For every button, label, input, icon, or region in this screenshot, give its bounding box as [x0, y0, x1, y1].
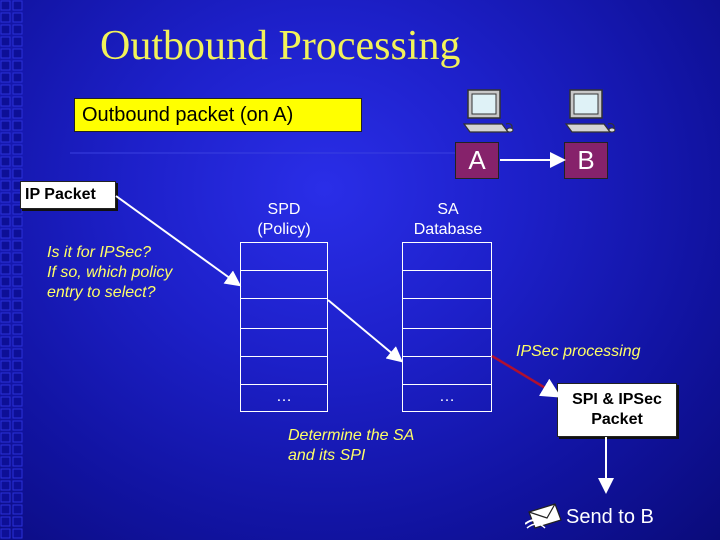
question-line: entry to select?	[47, 284, 156, 301]
envelope-icon	[524, 502, 565, 537]
spd-ellipsis: …	[276, 388, 292, 405]
subtitle-box: Outbound packet (on A)	[74, 98, 362, 132]
sa-label-line: SA	[437, 201, 459, 218]
send-to-b-label: Send to B	[566, 506, 654, 528]
question-line: Is it for IPSec?	[47, 244, 152, 261]
spd-label-line: SPD	[267, 201, 301, 218]
table-row	[240, 242, 328, 270]
table-row	[240, 298, 328, 328]
computer-icon	[564, 88, 618, 143]
table-row: …	[402, 384, 492, 412]
spi-ipsec-packet-box: SPI & IPSec Packet	[557, 383, 677, 437]
sa-label-line: Database	[413, 221, 483, 238]
spi-box-line: Packet	[591, 411, 643, 428]
table-row	[402, 270, 492, 298]
sa-database-label: SA Database	[400, 200, 496, 240]
host-b-label: B	[564, 142, 608, 179]
sa-ellipsis: …	[439, 388, 455, 405]
table-row	[402, 328, 492, 356]
spi-box-line: SPI & IPSec	[572, 391, 662, 408]
table-row	[402, 298, 492, 328]
policy-question: Is it for IPSec? If so, which policy ent…	[47, 243, 172, 303]
determine-sa-line: and its SPI	[288, 447, 366, 464]
determine-sa-line: Determine the SA	[288, 427, 415, 444]
spd-label: SPD (Policy)	[240, 200, 328, 240]
spd-table: …	[240, 242, 328, 412]
table-row	[402, 242, 492, 270]
host-a-label: A	[455, 142, 499, 179]
ipsec-processing-label: IPSec processing	[516, 343, 641, 360]
sa-database-table: …	[402, 242, 492, 412]
table-row	[240, 270, 328, 298]
table-row	[402, 356, 492, 384]
determine-sa-note: Determine the SA and its SPI	[288, 426, 414, 466]
table-row	[240, 356, 328, 384]
question-line: If so, which policy	[47, 264, 173, 281]
table-row: …	[240, 384, 328, 412]
decorative-stripe	[0, 0, 24, 540]
spd-label-line: (Policy)	[257, 221, 311, 238]
square-pattern	[0, 0, 24, 540]
computer-icon	[462, 88, 516, 143]
slide-title: Outbound Processing	[100, 23, 461, 69]
ip-packet-box: IP Packet	[20, 181, 116, 209]
table-row	[240, 328, 328, 356]
spd-to-sa-arrow	[327, 299, 404, 363]
